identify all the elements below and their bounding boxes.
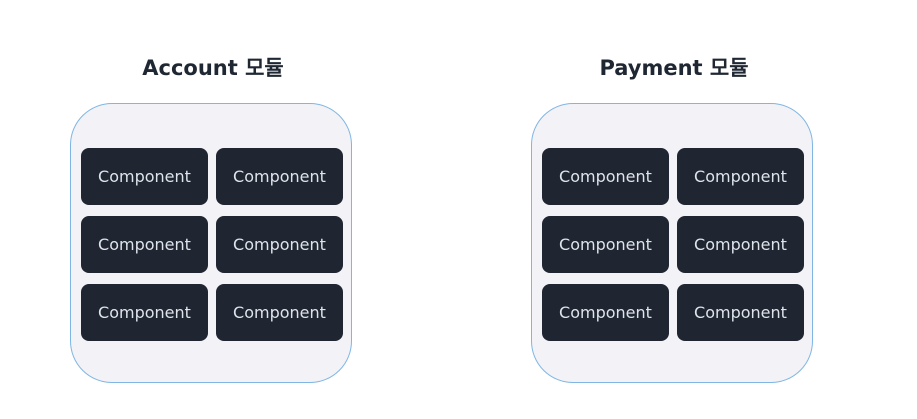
account-component-1: Component — [81, 148, 208, 205]
account-component-5: Component — [81, 284, 208, 341]
account-component-4: Component — [216, 216, 343, 273]
payment-component-2: Component — [677, 148, 804, 205]
payment-component-4: Component — [677, 216, 804, 273]
account-module-title: Account 모듈 — [142, 56, 284, 80]
payment-component-6: Component — [677, 284, 804, 341]
payment-component-1: Component — [542, 148, 669, 205]
account-module-container: Component Component Component Component … — [70, 103, 352, 383]
payment-module-title: Payment 모듈 — [599, 56, 749, 80]
payment-module-container: Component Component Component Component … — [531, 103, 813, 383]
payment-component-grid: Component Component Component Component … — [542, 148, 804, 341]
payment-component-5: Component — [542, 284, 669, 341]
account-component-3: Component — [81, 216, 208, 273]
account-component-2: Component — [216, 148, 343, 205]
account-component-6: Component — [216, 284, 343, 341]
payment-component-3: Component — [542, 216, 669, 273]
account-component-grid: Component Component Component Component … — [81, 148, 343, 341]
